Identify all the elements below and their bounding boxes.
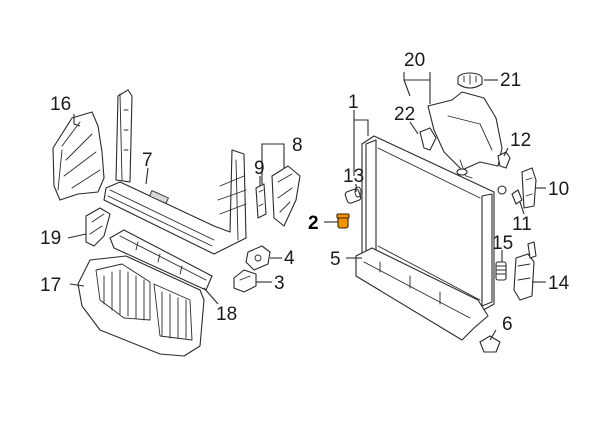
callout-4[interactable]: 4: [284, 248, 295, 269]
part-22-clamp[interactable]: [419, 127, 437, 151]
callout-8[interactable]: 8: [292, 135, 303, 156]
callout-6[interactable]: 6: [502, 314, 513, 335]
part-11-pin[interactable]: [497, 185, 523, 205]
callout-19[interactable]: 19: [40, 228, 61, 249]
callout-10[interactable]: 10: [548, 179, 569, 200]
part-20-expansion-tank[interactable]: [427, 91, 503, 179]
callout-21[interactable]: 21: [500, 70, 521, 91]
part-10-bracket[interactable]: [521, 167, 537, 209]
part-16-air-duct[interactable]: [52, 111, 105, 201]
part-13-fitting[interactable]: [344, 186, 362, 204]
callout-14[interactable]: 14: [548, 273, 570, 294]
callout-2[interactable]: 2: [308, 213, 319, 234]
part-6-clip[interactable]: [479, 335, 501, 353]
part-7-support-frame[interactable]: [103, 89, 247, 255]
callout-7[interactable]: 7: [142, 150, 153, 171]
callout-11[interactable]: 11: [512, 214, 532, 235]
callout-17[interactable]: 17: [40, 275, 61, 296]
callout-5[interactable]: 5: [330, 249, 341, 270]
callout-13[interactable]: 13: [343, 166, 364, 187]
part-12-sensor[interactable]: [497, 151, 511, 169]
part-9-bracket[interactable]: [255, 183, 267, 219]
part-18-deflector[interactable]: [109, 229, 213, 291]
part-21-tank-cap[interactable]: [457, 72, 483, 89]
part-8-side-bracket[interactable]: [271, 165, 301, 227]
callout-9[interactable]: 9: [254, 158, 265, 179]
part-17-grille[interactable]: [77, 255, 205, 357]
callout-12[interactable]: 12: [510, 130, 531, 151]
callout-15[interactable]: 15: [492, 233, 513, 254]
part-14-hose-connector[interactable]: [513, 241, 537, 301]
part-3-clip[interactable]: [233, 269, 257, 293]
callout-labels: 16 7 9 8 19 17 18 4 3 1 13 2 5 6 20 22 2…: [40, 50, 570, 335]
callout-20[interactable]: 20: [404, 50, 425, 71]
part-2-plug[interactable]: [336, 213, 350, 229]
part-19-panel[interactable]: [85, 207, 111, 247]
callout-1[interactable]: 1: [348, 92, 359, 113]
callout-18[interactable]: 18: [216, 304, 237, 325]
callout-16[interactable]: 16: [50, 94, 71, 115]
leader-lines: [67, 72, 546, 341]
callout-3[interactable]: 3: [274, 273, 285, 294]
part-4-clip[interactable]: [245, 245, 271, 271]
callout-22[interactable]: 22: [394, 104, 415, 125]
part-5-lower-support[interactable]: [355, 247, 489, 341]
part-15-drain-plug[interactable]: [495, 261, 507, 281]
